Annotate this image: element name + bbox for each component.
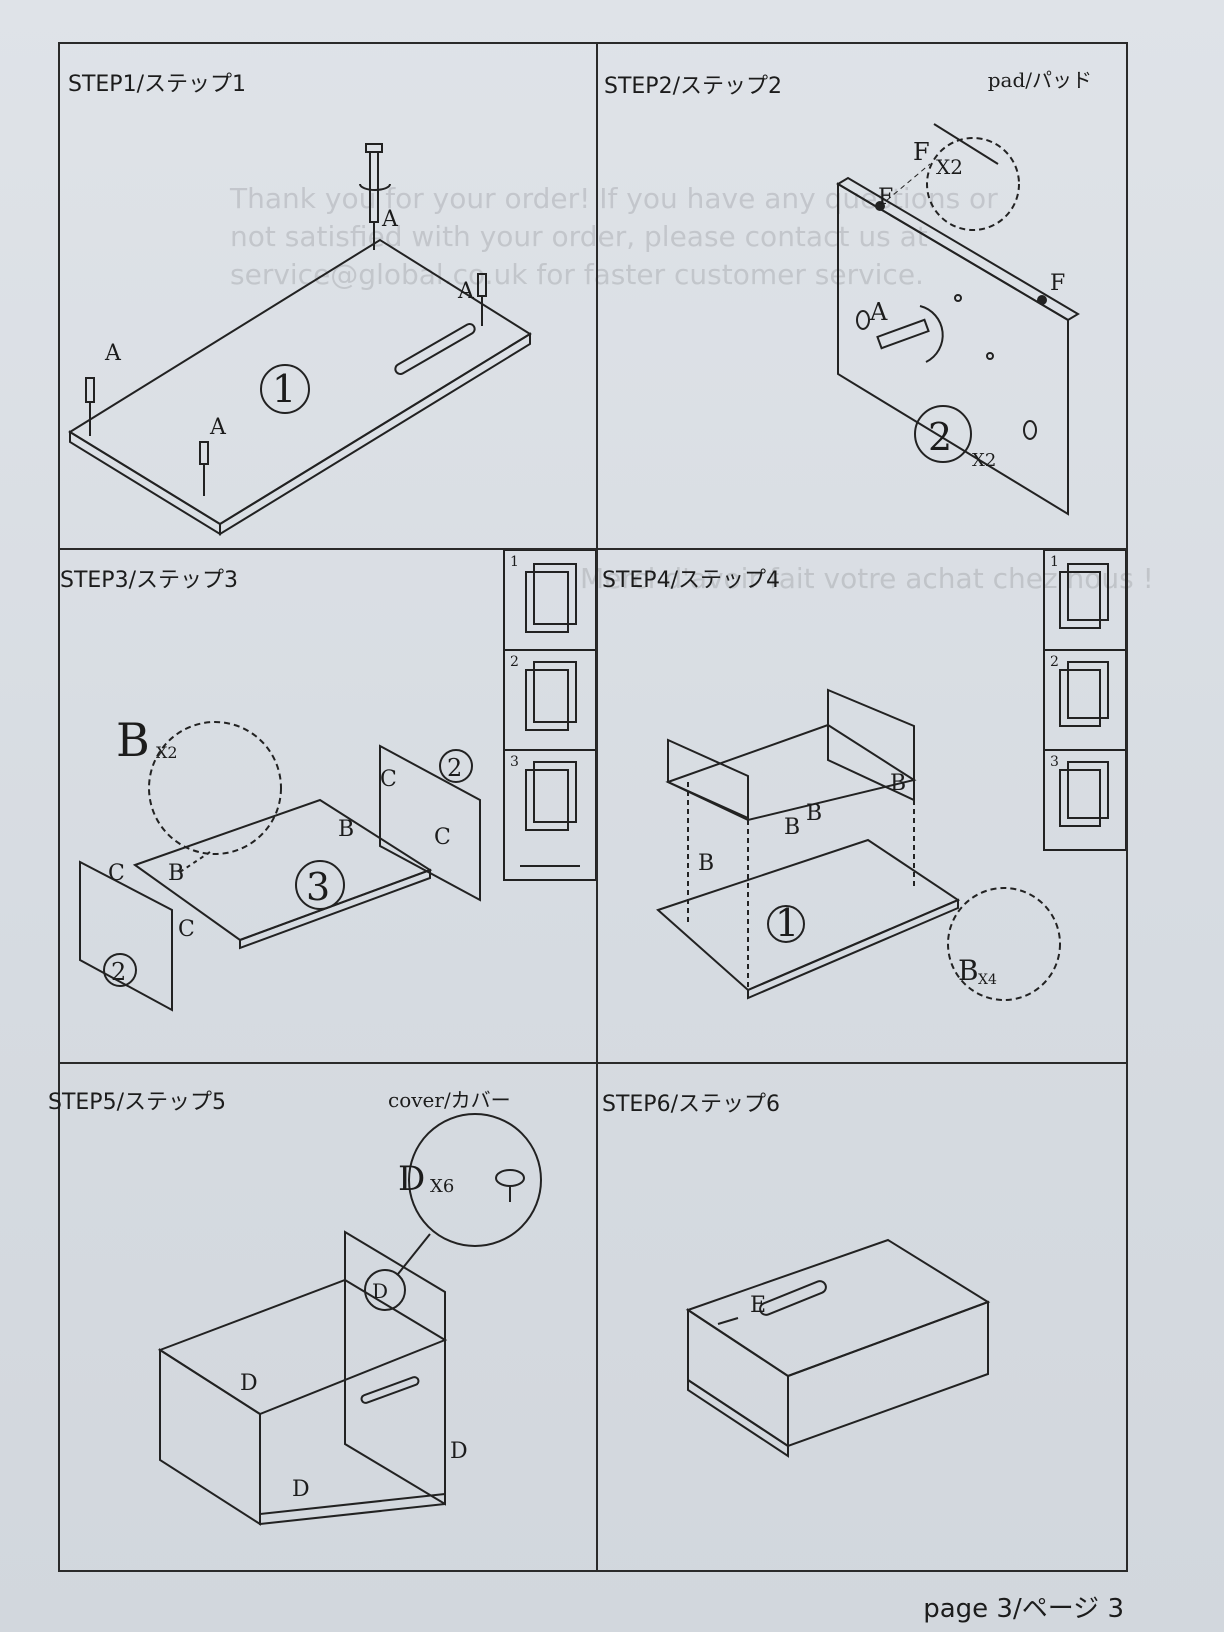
svg-text:F: F [1050,271,1065,296]
grid-divider-row2 [60,1062,1126,1064]
svg-text:A: A [209,415,227,440]
step-3-label: STEP3/ステップ3 [60,568,238,593]
svg-text:A: A [381,207,399,232]
svg-text:2: 2 [1050,654,1059,670]
svg-text:A: A [869,298,888,326]
step-4-panel: STEP4/ステップ4 1 2 3 [598,550,1126,1062]
part-number-3: 3 [306,865,330,909]
callout-f: F [913,138,930,166]
step-6-label: STEP6/ステップ6 [602,1092,780,1117]
hardware-b-step4: B [958,954,979,987]
svg-text:2: 2 [111,958,126,986]
step-6-diagram: E [685,1238,991,1458]
step-1-panel: STEP1/ステップ1 1 A A A A [60,44,596,548]
svg-text:B: B [890,771,906,796]
step-4-label: STEP4/ステップ4 [602,568,780,593]
part-number-1-step4: 1 [775,901,799,945]
svg-text:3: 3 [510,754,519,770]
step-5-label: STEP5/ステップ5 [48,1090,226,1115]
hardware-d: D [398,1159,425,1199]
grid-divider-row1 [60,548,1126,550]
grid-divider-vertical [596,44,598,1570]
part-number-2: 2 [928,415,952,459]
svg-text:1: 1 [510,554,519,570]
svg-text:A: A [457,279,475,304]
step-6-panel: STEP6/ステップ6 E [598,1064,1126,1570]
step-1-diagram: 1 A A A A [68,143,532,536]
hardware-qty-step5: X6 [430,1176,454,1197]
step-3-diagram: 1 2 3 3 2 2 B X2 B B C C C [79,550,596,1012]
callout-e: E [750,1293,766,1318]
svg-text:B: B [698,851,714,876]
cover-label: cover/カバー [388,1088,511,1112]
part-qty: X2 [972,450,996,471]
svg-text:B: B [338,817,354,842]
side-part-2: 2 [447,754,462,782]
step-2-diagram: F F X2 F A 2 X2 [836,123,1080,516]
callout-f: F [878,185,893,210]
svg-text:D: D [240,1371,258,1396]
step-4-diagram: 1 2 3 1 B B B B B X4 [656,550,1126,1001]
page-number: page 3/ページ 3 [923,1594,1124,1624]
step-1-label: STEP1/ステップ1 [68,72,246,97]
hardware-qty: X2 [156,743,178,762]
step-3-panel: STEP3/ステップ3 1 2 3 [60,550,596,1062]
svg-text:D: D [292,1477,310,1502]
svg-text:1: 1 [1050,554,1059,570]
step-2-label: STEP2/ステップ2 [604,74,782,99]
hardware-qty-step4: X4 [978,972,997,988]
hardware-b: B [116,713,150,767]
svg-text:D: D [372,1279,388,1303]
part-number-1: 1 [272,367,296,411]
svg-text:D: D [450,1439,468,1464]
pad-label: pad/パッド [987,68,1092,92]
svg-text:3: 3 [1050,754,1059,770]
svg-text:B: B [806,801,822,826]
svg-text:C: C [380,767,397,792]
step-5-panel: STEP5/ステップ5 cover/カバー D X6 D D D D [48,1064,596,1570]
detail-qty: X2 [936,155,963,179]
step-2-panel: STEP2/ステップ2 pad/パッド F F X2 F A [598,44,1126,548]
step-5-diagram: D X6 D D D D [157,1113,542,1526]
svg-text:C: C [178,917,195,942]
svg-text:A: A [104,341,122,366]
instruction-grid [58,42,1128,1572]
svg-text:2: 2 [510,654,519,670]
svg-text:C: C [434,825,451,850]
svg-text:B: B [784,815,800,840]
svg-text:C: C [108,861,125,886]
svg-text:B: B [168,861,184,886]
